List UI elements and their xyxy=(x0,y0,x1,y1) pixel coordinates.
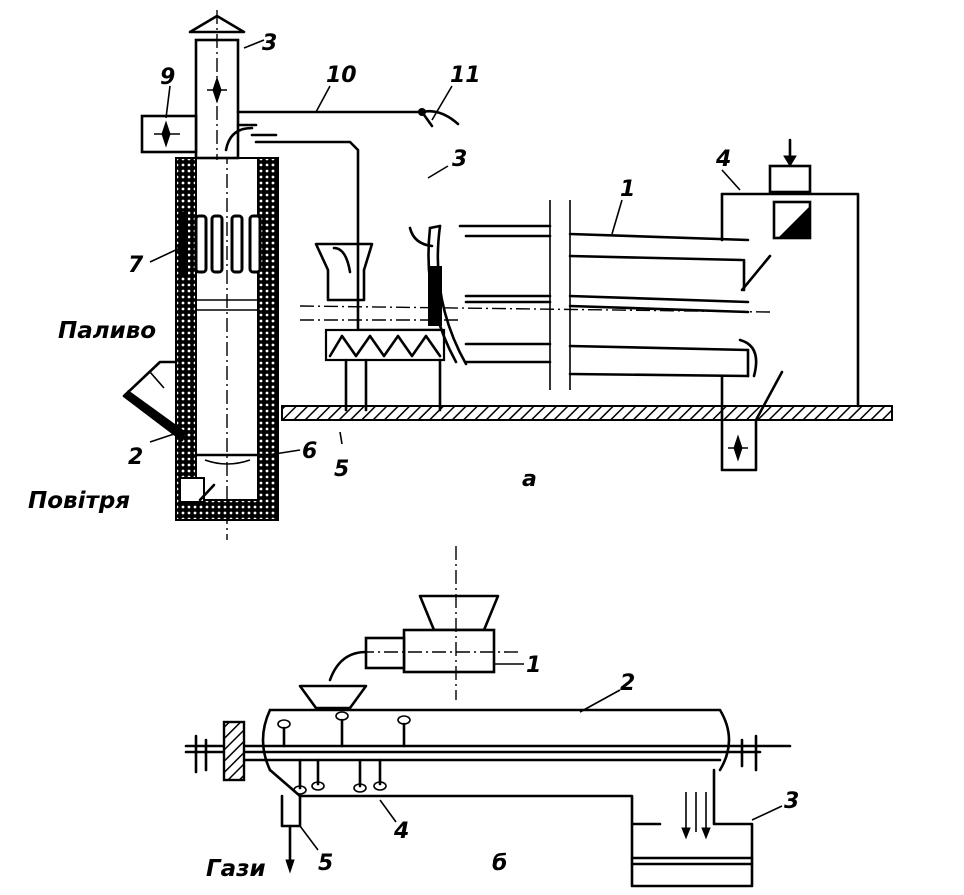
label-9: 9 xyxy=(160,65,175,90)
hopper-1 xyxy=(328,546,520,700)
diagram-a: 3 9 10 11 3 1 4 7 2 6 5 Паливо Повітря а xyxy=(28,10,893,540)
label-4: 4 xyxy=(715,147,731,172)
label-3-chimney: 3 xyxy=(262,31,277,56)
caption-b: б xyxy=(492,851,507,876)
fan-9 xyxy=(140,114,198,154)
caption-a: а xyxy=(522,467,537,492)
gas-label: Гази xyxy=(206,856,266,882)
chimney xyxy=(188,10,246,160)
label-7: 7 xyxy=(128,253,144,278)
air-label: Повітря xyxy=(28,488,130,514)
leader-lines-a xyxy=(149,39,741,456)
drum-2 xyxy=(184,684,792,888)
label-10: 10 xyxy=(326,63,357,88)
label-11: 11 xyxy=(450,63,481,88)
label-3-duct: 3 xyxy=(452,147,467,172)
heat-exchanger xyxy=(180,212,262,276)
label-5: 5 xyxy=(334,457,349,482)
diagram-b: 1 2 3 4 5 Гази б xyxy=(184,546,799,888)
furnace xyxy=(175,150,279,540)
label-b-4: 4 xyxy=(393,819,409,844)
fuel-label: Паливо xyxy=(58,318,156,344)
label-b-2: 2 xyxy=(620,671,635,696)
label-b-3: 3 xyxy=(784,789,799,814)
floor xyxy=(281,405,893,421)
discharge-chamber-4 xyxy=(720,138,860,472)
label-6: 6 xyxy=(302,439,317,464)
label-b-1: 1 xyxy=(526,653,541,678)
leader-lines-b xyxy=(299,663,783,851)
label-2: 2 xyxy=(128,445,143,470)
label-b-5: 5 xyxy=(318,851,333,876)
label-1: 1 xyxy=(620,177,635,202)
fuel-hopper xyxy=(122,360,186,442)
drum-1 xyxy=(299,200,772,390)
